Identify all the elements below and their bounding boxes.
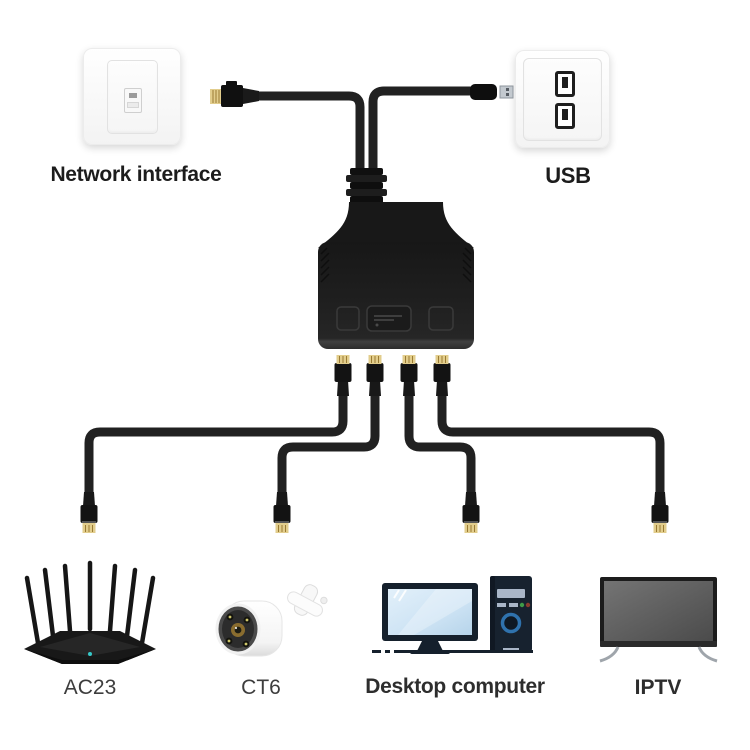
usb-panel	[523, 58, 602, 141]
tv-icon	[599, 577, 718, 663]
camera-icon	[215, 600, 283, 657]
keystone-panel	[107, 60, 158, 134]
network-wall-plate-icon	[83, 48, 181, 145]
usb-connector-icon	[470, 84, 514, 100]
output-cables	[84, 388, 665, 496]
rj45-connector-icon	[80, 492, 669, 533]
desktop-ground-line	[372, 650, 533, 653]
camera-label: CT6	[241, 676, 281, 699]
usb-label: USB	[545, 163, 591, 188]
usb-port-icon	[555, 103, 575, 129]
rj45-connector-icon	[210, 81, 259, 107]
desktop-label: Desktop computer	[365, 675, 545, 698]
iptv-label: IPTV	[634, 676, 682, 699]
splitter-device-icon	[318, 242, 474, 349]
rj45-jack-notch	[127, 102, 139, 108]
rj45-jack-icon	[124, 88, 142, 113]
camera-bracket-icon	[287, 584, 328, 617]
desktop-monitor-icon	[382, 583, 478, 654]
rj45-connector-icon	[334, 355, 451, 396]
splitter-neck	[318, 202, 474, 248]
strain-relief-icon	[346, 168, 387, 204]
router-label: AC23	[63, 676, 117, 699]
rj45-jack-slot	[129, 93, 137, 98]
desktop-tower-icon	[490, 576, 532, 652]
usb-port-icon	[555, 71, 575, 97]
usb-wall-plate-icon	[515, 50, 610, 148]
router-icon	[24, 560, 156, 664]
uplink-cable	[257, 86, 476, 176]
network-interface-label: Network interface	[50, 163, 222, 186]
